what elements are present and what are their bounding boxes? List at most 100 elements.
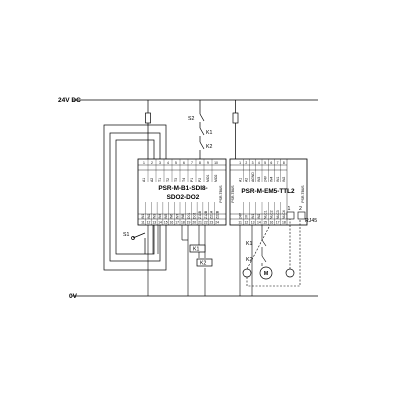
m1-bottom-number-2: 12	[147, 221, 151, 225]
m1-bottom-terminal-14: Z22B	[215, 210, 219, 219]
s2-label: S2	[188, 116, 194, 122]
k1-coil	[189, 244, 206, 253]
module-2-title: PSR-M-EM5-TTL2	[241, 188, 295, 195]
m2-top-terminal-5: 24V	[263, 175, 267, 182]
m2-bottom-number-7: 17	[276, 221, 280, 225]
m2-top-number-1: 1	[239, 161, 241, 165]
m2-bottom-terminal-2: 0V	[245, 214, 249, 219]
module-2-box-2-num: 2	[299, 206, 302, 212]
m1-top-terminal-9: MO1	[206, 175, 210, 182]
m2-bottom-terminal-3: IN1	[251, 214, 255, 219]
m2-bottom-number-6: 16	[269, 221, 273, 225]
motor-label: M	[264, 271, 268, 277]
m2-top-terminal-4: IN3	[257, 177, 261, 182]
m1-bottom-number-9: 19	[187, 221, 191, 225]
m1-bottom-number-14: 24	[215, 221, 219, 225]
m1-top-terminal-1: A1	[142, 178, 146, 182]
m2-top-number-8: 8	[283, 161, 285, 165]
m1-bottom-number-7: 17	[175, 221, 179, 225]
m1-bottom-number-1: 11	[141, 221, 145, 225]
k2-coil	[196, 258, 213, 267]
m1-bottom-number-3: 13	[152, 221, 156, 225]
s1-switch	[131, 232, 146, 254]
m1-top-terminal-10: MO2	[214, 175, 218, 182]
m1-bottom-number-6: 16	[170, 221, 174, 225]
m1-bottom-terminal-2: IN2	[147, 214, 151, 219]
m1-top-number-9: 9	[207, 161, 209, 165]
m2-top-number-4: 4	[258, 161, 260, 165]
rail-0v-label: 0V	[69, 293, 78, 300]
k2-motor-label: K2	[246, 257, 252, 263]
m2-top-number-3: 3	[252, 161, 254, 165]
k2-coil-label: K2	[200, 261, 206, 267]
m1-top-number-5: 5	[175, 161, 177, 165]
m1-bottom-number-8: 18	[181, 221, 185, 225]
m2-top-terminal-2: A2	[245, 178, 249, 182]
m2-bottom-number-8: 18	[282, 221, 286, 225]
m2-bottom-number-2: 12	[244, 221, 248, 225]
fuse-1	[145, 112, 151, 124]
m2-top-terminal-8: IN2	[282, 177, 286, 182]
m2-bottom-terminal-5: NLC1	[263, 210, 267, 219]
module-1-title-line2: SDO2-DO2	[167, 194, 200, 201]
module-2-side-label-right: PSR-TBUS	[301, 185, 305, 203]
k1-contact	[199, 127, 205, 136]
m1-top-terminal-7: P1	[190, 178, 194, 182]
m1-bottom-terminal-12: Z12B	[204, 210, 208, 219]
m2-bottom-number-4: 14	[257, 221, 261, 225]
m2-bottom-terminal-1: 24V	[238, 212, 242, 219]
module-1-title-line1: PSR-M-B1-SDI8-	[158, 185, 207, 192]
m2-bottom-number-1: 11	[238, 221, 242, 225]
m1-bottom-terminal-11: Z11B	[198, 210, 202, 219]
k2-label-top: K2	[206, 144, 212, 150]
m2-top-number-5: 5	[264, 161, 266, 165]
m2-top-terminal-7: IN1	[276, 177, 280, 182]
m1-bottom-terminal-6: IN6	[170, 214, 174, 219]
m2-top-terminal-6: IN4	[270, 177, 274, 182]
rail-24v-label: 24V DC	[58, 97, 81, 104]
m1-bottom-number-4: 14	[158, 221, 162, 225]
k2-contact	[199, 141, 205, 150]
sensor-left	[242, 268, 252, 278]
k2-motor-contact	[261, 255, 267, 263]
m1-top-terminal-3: T1	[158, 178, 162, 182]
s2-contact	[199, 113, 205, 122]
k1-motor-contact	[261, 239, 267, 247]
m2-bottom-number-3: 13	[251, 221, 255, 225]
m2-bottom-terminal-7: NLC3	[276, 210, 280, 219]
s1-label: S1	[123, 232, 129, 238]
m1-top-number-8: 8	[199, 161, 201, 165]
m2-top-number-6: 6	[270, 161, 272, 165]
m1-bottom-number-12: 22	[204, 221, 208, 225]
m1-bottom-number-11: 21	[198, 221, 202, 225]
m1-bottom-terminal-10: D02	[192, 213, 196, 219]
m1-top-terminal-5: T3	[174, 178, 178, 182]
module-2-rj45-label: RJ45	[305, 218, 317, 224]
m1-bottom-terminal-3: IN3	[152, 214, 156, 219]
m1-top-number-4: 4	[167, 161, 169, 165]
m1-bottom-terminal-13: Z21A	[210, 210, 214, 219]
fuse-2	[232, 112, 239, 124]
m2-bottom-terminal-6: NLC2	[270, 210, 274, 219]
motor	[259, 266, 273, 280]
m1-top-terminal-6: T4	[182, 178, 186, 182]
m1-bottom-number-5: 15	[164, 221, 168, 225]
m1-top-terminal-4: T2	[166, 178, 170, 182]
m1-top-number-1: 1	[143, 161, 145, 165]
m2-top-number-7: 7	[277, 161, 279, 165]
m1-top-number-10: 10	[214, 161, 218, 165]
m1-bottom-terminal-9: D01	[187, 213, 191, 219]
m1-top-number-7: 7	[191, 161, 193, 165]
k1-coil-label: K1	[193, 247, 199, 253]
module-2-side-label-left: PSR-TBUS	[231, 185, 235, 203]
module-2-box-1-num: 1	[288, 206, 291, 212]
m1-top-number-3: 3	[159, 161, 161, 165]
m1-bottom-terminal-4: IN4	[158, 214, 162, 219]
module-1-side-label: PSR-TBUS	[219, 185, 223, 203]
m1-bottom-terminal-7: IN7	[175, 214, 179, 219]
m1-bottom-number-13: 23	[210, 221, 214, 225]
m1-top-terminal-8: P2	[198, 178, 202, 182]
